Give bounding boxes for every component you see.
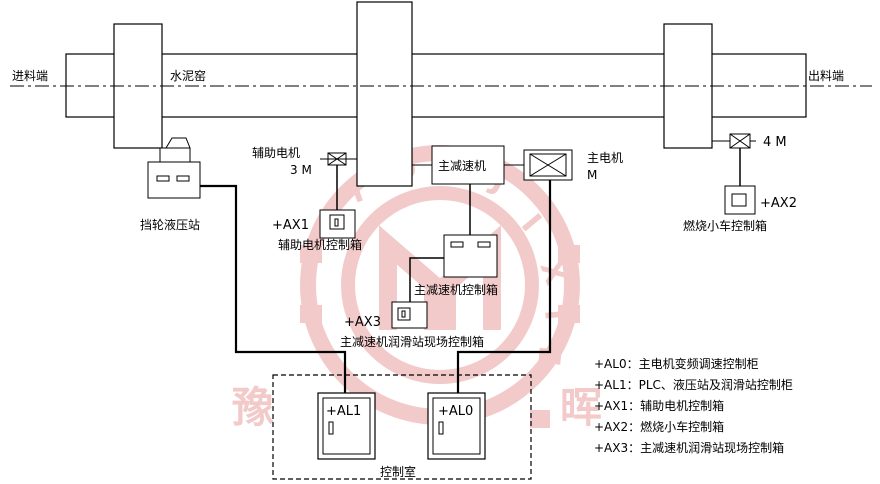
kiln-body [10, 1, 872, 187]
burner-motor-code: 4 M [763, 135, 787, 150]
control-room [272, 374, 532, 480]
svg-text:I: I [514, 208, 548, 239]
ax2-label: 燃烧小车控制箱 [683, 218, 767, 233]
main-motor-label: 主电机 [587, 151, 623, 165]
ax3-label: 主减速机润滑站现场控制箱 [340, 334, 484, 349]
aux-motor-code: 3 M [290, 163, 312, 177]
outlet-label: 出料端 [808, 69, 844, 83]
legend: +AL0：主电机变频调速控制柜 +AL1：PLC、液压站及润滑站控制柜 +AX1… [594, 356, 793, 455]
reducer-control-box [443, 234, 498, 278]
legend-item: +AL1：PLC、液压站及润滑站控制柜 [594, 377, 793, 392]
control-room-label: 控制室 [380, 464, 416, 479]
svg-text:I: I [537, 308, 573, 322]
burner-motor [712, 133, 756, 149]
al1-cabinet [317, 392, 376, 460]
main-motor [523, 149, 573, 181]
legend-item: +AX3：主减速机润滑站现场控制箱 [594, 440, 784, 455]
main-motor-code: M [587, 168, 597, 182]
al1-code: +AL1 [326, 404, 361, 419]
hydraulic-station [147, 137, 201, 199]
ax1-code: +AX1 [272, 218, 309, 233]
ax2-box [724, 185, 756, 215]
watermark-char-left: 豫 [232, 383, 274, 432]
reducer-box-label: 主减速机控制箱 [414, 282, 498, 297]
aux-motor-label: 辅助电机 [252, 146, 300, 160]
ax1-label: 辅助电机控制箱 [278, 237, 362, 252]
inlet-label: 进料端 [12, 69, 48, 83]
aux-motor [320, 152, 357, 166]
ax2-code: +AX2 [760, 196, 797, 211]
al0-code: +AL0 [438, 404, 473, 419]
main-reducer [431, 145, 505, 185]
watermark-char-right: 晖 [560, 383, 602, 432]
legend-item: +AX1：辅助电机控制箱 [594, 398, 724, 413]
ax3-code: +AX3 [344, 315, 381, 330]
kiln-label: 水泥窑 [170, 68, 206, 83]
legend-item: +AL0：主电机变频调速控制柜 [594, 356, 759, 371]
svg-text:E: E [530, 344, 567, 367]
main-reducer-label: 主减速机 [438, 159, 486, 173]
hydraulic-station-label: 挡轮液压站 [140, 217, 200, 232]
al0-cabinet [427, 392, 486, 460]
kiln-girth-gear [356, 1, 413, 187]
legend-item: +AX2：燃烧小车控制箱 [594, 419, 724, 434]
